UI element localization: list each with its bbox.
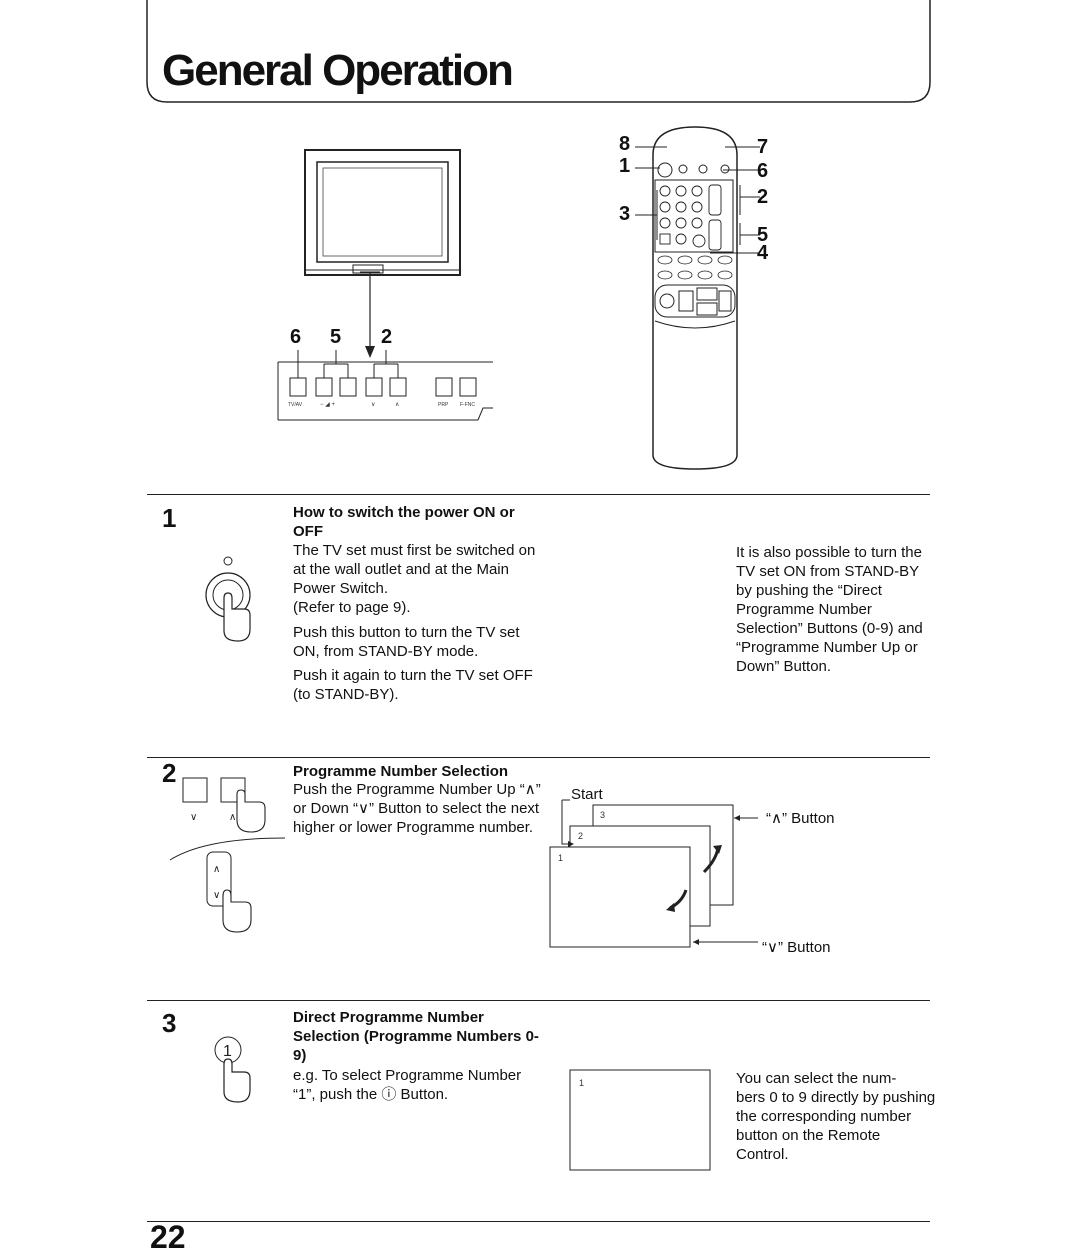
section-2-rule: [147, 757, 930, 758]
section-1-number: 1: [162, 503, 177, 533]
section-1-para-2: Push this button to turn the TV set ON, …: [293, 624, 520, 660]
section-1-para-3: Push it again to turn the TV set OFF (to…: [293, 667, 533, 703]
screen-2-number: 2: [578, 831, 584, 841]
svg-text:F-FNC: F-FNC: [460, 402, 475, 408]
tv-front-panel: TV/AV − ◢ + ∨ ∧ PRP F-FNC: [277, 350, 493, 421]
tv-callout-5: 5: [330, 326, 342, 348]
svg-text:TV/AV: TV/AV: [288, 402, 303, 408]
remote-callout-1: 1: [619, 155, 631, 177]
programme-screens-diagram: [549, 799, 758, 948]
down-button-label: “∨” Button: [762, 939, 831, 956]
remote-callout-8: 8: [619, 133, 631, 155]
section-3-rule: [147, 1000, 930, 1001]
footer-rule: [147, 1221, 930, 1222]
section-3-para-1: e.g. To select Programme Number “1”, pus…: [293, 1067, 522, 1103]
title-frame: [146, 0, 931, 103]
section-1-para-1: The TV set must first be switched on at …: [293, 542, 536, 616]
svg-text:− ◢ +: − ◢ +: [320, 402, 335, 408]
remote-callout-4: 4: [757, 242, 769, 264]
up-button-label: “∧” Button: [766, 810, 835, 827]
tv-to-panel-arrow: [360, 271, 380, 358]
svg-text:∧: ∧: [213, 864, 220, 875]
screen-1-number: 1: [558, 853, 564, 863]
remote-callout-7: 7: [757, 136, 769, 158]
remote-callout-lines: [635, 146, 760, 254]
section-1-rule: [147, 494, 930, 495]
svg-text:∧: ∧: [395, 402, 399, 408]
section-2-number: 2: [162, 758, 177, 788]
screen-3-number: 3: [600, 810, 606, 820]
section-1-heading: How to switch the power ON or OFF: [293, 504, 515, 540]
up-down-button-press-icon: ∨ ∧ ∧ ∨: [169, 777, 286, 933]
section-2-heading: Programme Number Selection: [293, 763, 509, 780]
page-title: General Operation: [162, 46, 514, 95]
power-button-press-icon: [205, 556, 251, 642]
remote-callout-2: 2: [757, 186, 769, 208]
section-2-para-1: Push the Programme Number Up “∧” or Down…: [293, 781, 541, 836]
svg-text:∨: ∨: [213, 890, 220, 901]
svg-text:∧: ∧: [229, 812, 236, 823]
remote-callout-3: 3: [619, 203, 631, 225]
remote-callout-5: 5: [757, 224, 769, 246]
direct-selection-screen: [569, 1069, 711, 1171]
remote-callout-6: 6: [757, 160, 769, 182]
remote-control-illustration: [652, 126, 738, 470]
svg-text:∨: ∨: [371, 402, 375, 408]
tv-callout-2: 2: [381, 326, 393, 348]
section-3-side-note: You can select the num- bers 0 to 9 dire…: [736, 1070, 936, 1163]
section-3-number: 3: [162, 1008, 177, 1038]
tv-callout-6: 6: [290, 326, 302, 348]
number-1-button-press-icon: 1: [214, 1036, 251, 1103]
section-1-side-note: It is also possible to turn the TV set O…: [736, 544, 923, 675]
page-number: 22: [150, 1219, 186, 1255]
direct-screen-number: 1: [579, 1078, 585, 1088]
start-label: Start: [571, 786, 603, 803]
tv-illustration: [304, 149, 461, 276]
svg-text:∨: ∨: [190, 812, 197, 823]
svg-text:1: 1: [223, 1043, 232, 1060]
svg-text:PRP: PRP: [438, 402, 449, 408]
section-3-heading: Direct Programme Number Selection (Progr…: [293, 1009, 539, 1064]
